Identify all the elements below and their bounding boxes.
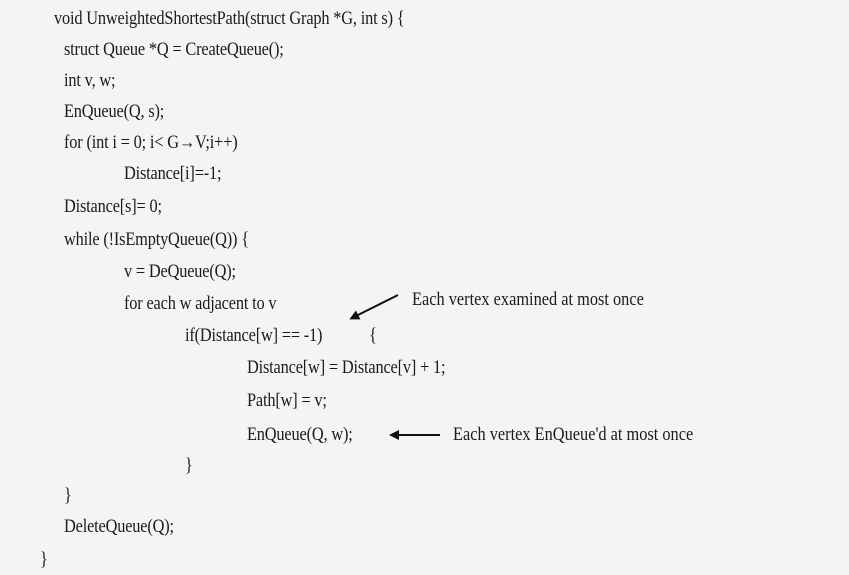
code-line-if-open-brace: {	[369, 325, 377, 346]
code-line-delete-queue: DeleteQueue(Q);	[64, 516, 174, 537]
code-line-update-distance: Distance[w] = Distance[v] + 1;	[247, 357, 446, 378]
code-line-if-close-brace: }	[185, 455, 193, 476]
code-line-function-close-brace: }	[40, 549, 48, 570]
code-line-function-signature: void UnweightedShortestPath(struct Graph…	[54, 8, 405, 29]
code-line-enqueue-source: EnQueue(Q, s);	[64, 101, 165, 122]
annotation-examined-once: Each vertex examined at most once	[412, 289, 644, 310]
code-line-distance-init: Distance[i]=-1;	[124, 163, 222, 184]
code-line-for-each-adjacent: for each w adjacent to v	[124, 293, 277, 314]
code-line-if-unvisited: if(Distance[w] == -1)	[185, 325, 323, 346]
code-line-dequeue: v = DeQueue(Q);	[124, 261, 236, 282]
code-line-update-path: Path[w] = v;	[247, 390, 327, 411]
code-line-while-loop: while (!IsEmptyQueue(Q)) {	[64, 229, 249, 250]
code-line-enqueue-neighbor: EnQueue(Q, w);	[247, 424, 353, 445]
code-line-distance-source: Distance[s]= 0;	[64, 196, 162, 217]
annotation-enqueued-once: Each vertex EnQueue'd at most once	[453, 424, 694, 445]
code-line-while-close-brace: }	[64, 485, 72, 506]
code-line-declare-vars: int v, w;	[64, 70, 116, 91]
code-line-create-queue: struct Queue *Q = CreateQueue();	[64, 39, 284, 60]
code-line-for-init: for (int i = 0; i< G→V;i++)	[64, 132, 238, 153]
